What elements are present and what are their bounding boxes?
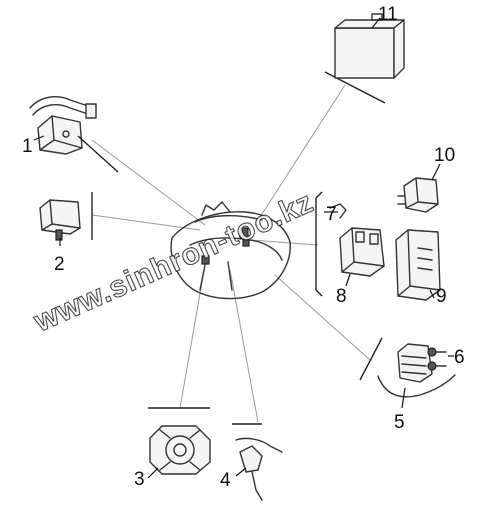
part-number-2: 2	[54, 254, 65, 275]
group-bracket	[315, 191, 323, 297]
part-number-6: 6	[454, 347, 465, 368]
pickup-coil	[147, 407, 211, 479]
leader-8	[249, 239, 319, 246]
part-number-1: 1	[22, 136, 33, 157]
part-number-10: 10	[434, 145, 455, 166]
leader-5	[274, 274, 371, 361]
battery	[324, 13, 405, 104]
leader-4	[229, 269, 259, 423]
leader-2	[91, 214, 201, 231]
sensor	[232, 423, 283, 501]
leader-1	[91, 139, 206, 226]
cdi-unit	[395, 229, 441, 301]
leader-lines	[91, 84, 371, 423]
clip	[324, 203, 347, 219]
part-number-4: 4	[220, 470, 231, 491]
bolts	[427, 347, 454, 371]
starter-relay	[339, 227, 385, 287]
leader-11	[254, 84, 346, 226]
regulator	[359, 337, 456, 409]
part-number-7: 7	[326, 204, 337, 225]
part-numbers: 1 2 3 4 5 6 7 8 9 10 11	[22, 4, 465, 491]
ignition-coil	[29, 96, 119, 173]
flasher-relay	[397, 163, 441, 213]
part-number-5: 5	[394, 412, 405, 433]
part-number-11: 11	[378, 4, 398, 25]
relay-module	[39, 192, 93, 246]
wiring-harness	[170, 201, 291, 300]
part-number-3: 3	[134, 469, 145, 490]
part-number-8: 8	[336, 286, 347, 307]
part-number-9: 9	[436, 286, 447, 307]
